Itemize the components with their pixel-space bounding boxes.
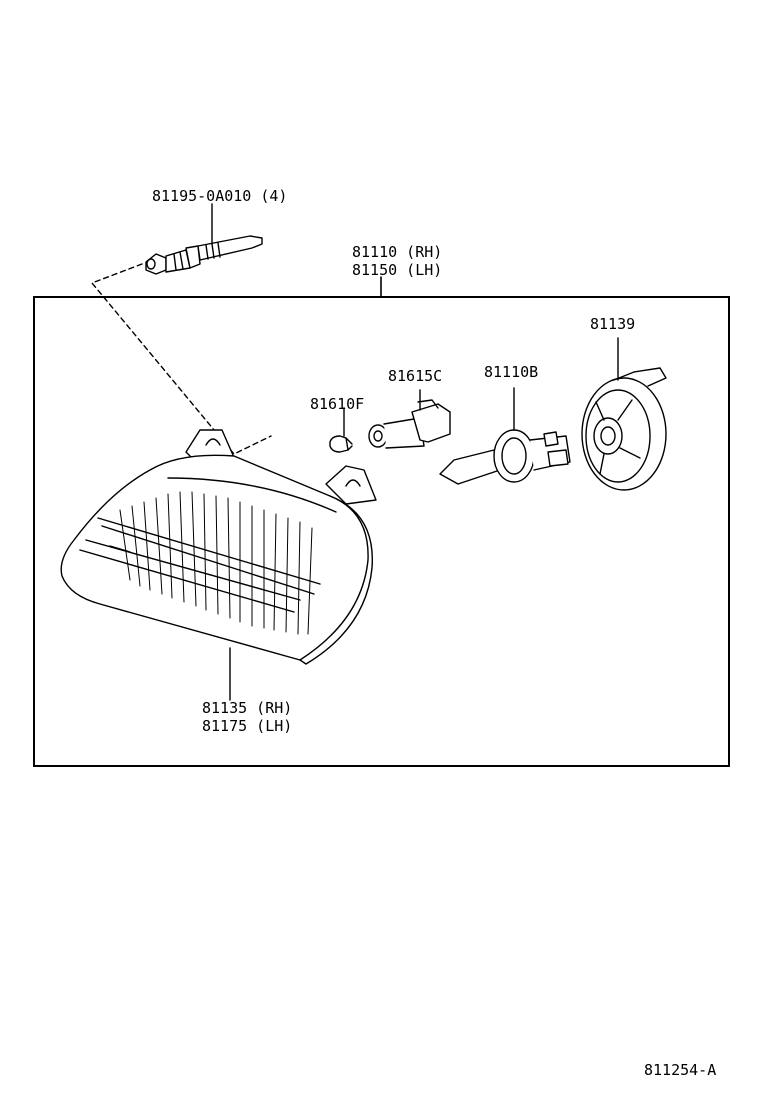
lens-rh-part-number: 81135 (RH) — [202, 699, 293, 717]
halogen-bulb-part — [439, 387, 571, 485]
cover-part — [581, 337, 667, 491]
diagram-code: 811254-A — [644, 1061, 717, 1079]
socket-part — [368, 389, 451, 449]
assembly-rh-part-number: 81110 (RH) — [352, 243, 443, 261]
lens-lh-part-number: 81175 (LH) — [202, 717, 293, 735]
socket-part-number: 81615C — [388, 367, 443, 385]
headlamp-lens-part — [60, 429, 377, 701]
assembly-lh-part-number: 81150 (LH) — [352, 261, 443, 279]
screw-part-number: 81195-0A010 (4) — [152, 187, 288, 205]
halogen-bulb-part-number: 81110B — [484, 363, 539, 381]
wedge-bulb-part — [329, 407, 353, 453]
screw-position-line — [91, 263, 272, 455]
screw-part — [145, 203, 263, 275]
wedge-bulb-part-number: 81610F — [310, 395, 365, 413]
cover-part-number: 81139 — [590, 315, 636, 333]
